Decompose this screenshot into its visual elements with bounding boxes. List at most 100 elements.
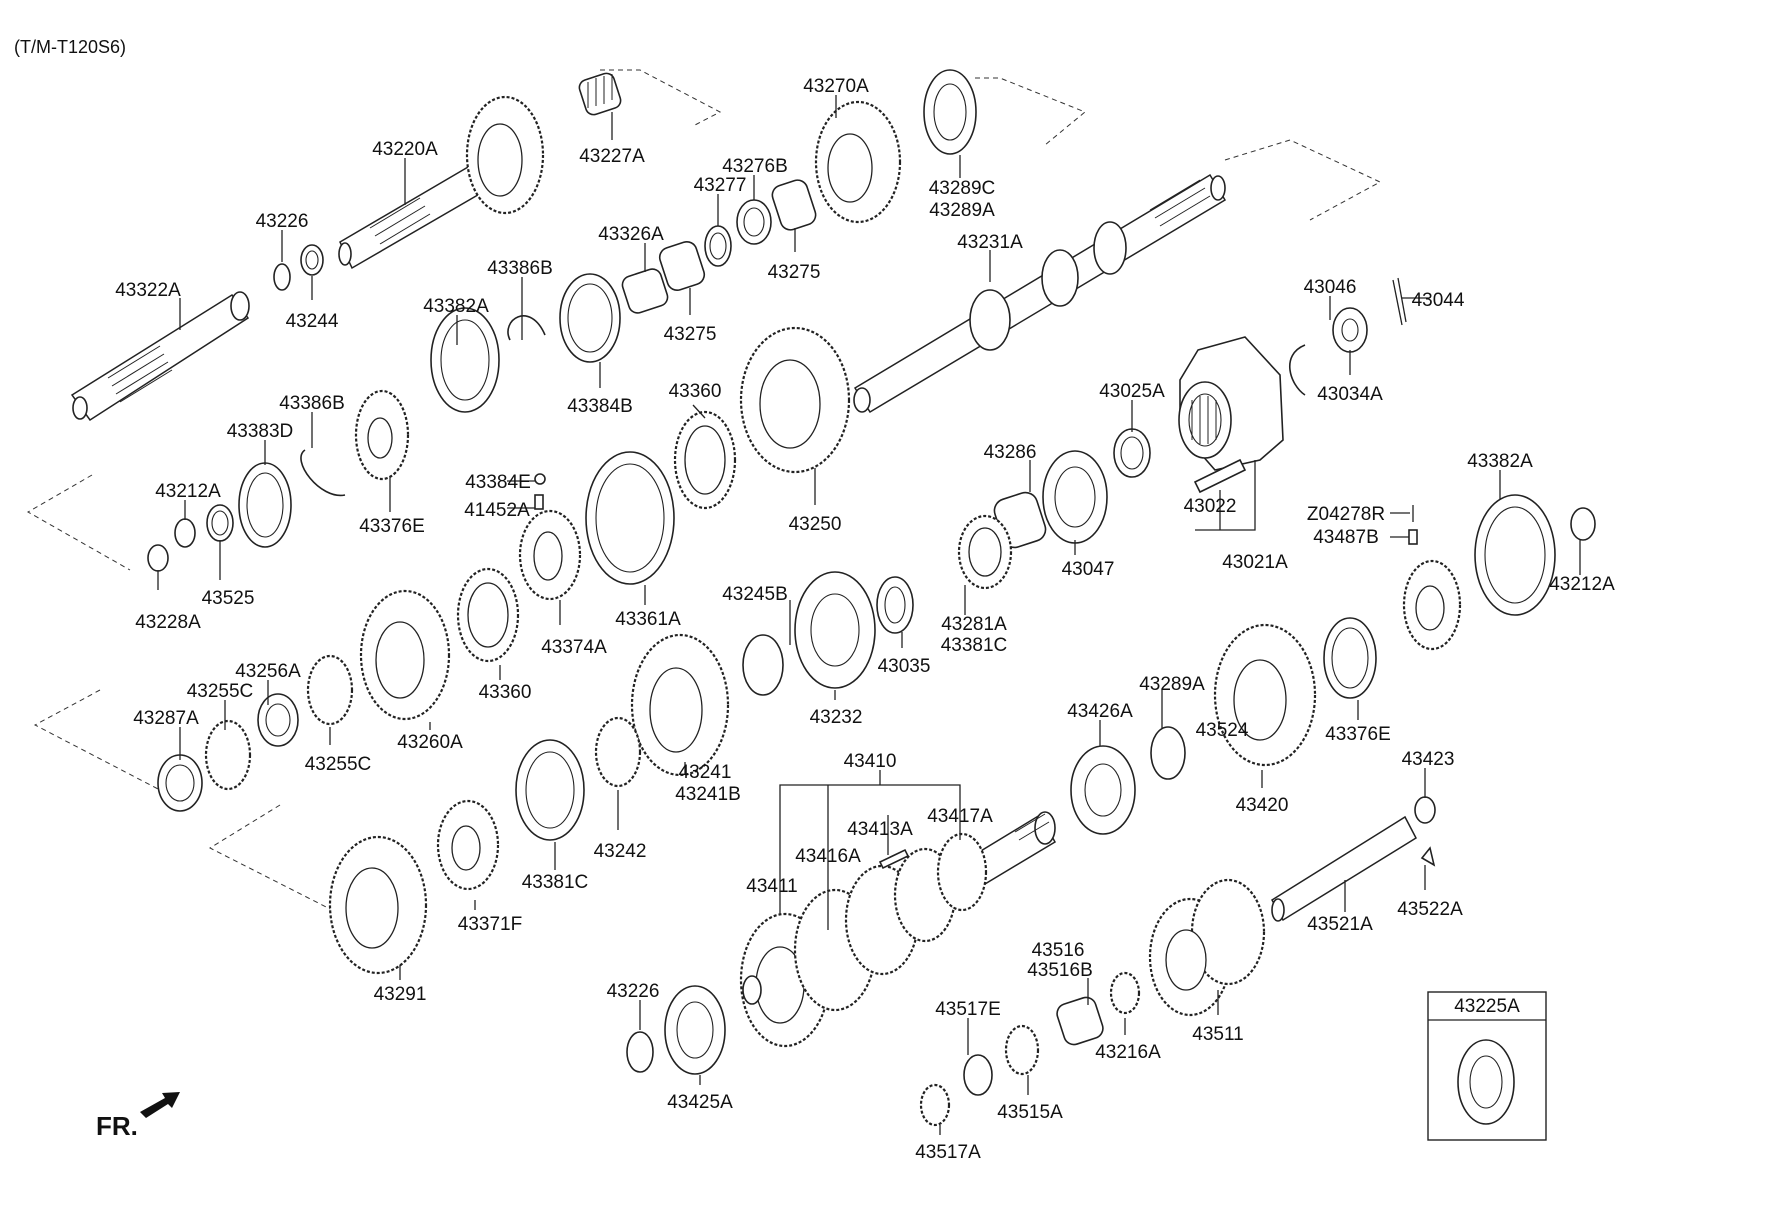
part-label: 43326A	[598, 224, 664, 245]
snap-ring-43046	[1288, 344, 1306, 396]
part-label: 43255C	[305, 754, 372, 775]
washer-43517a	[919, 1083, 951, 1127]
spring-41452a	[534, 494, 544, 510]
front-arrow-icon	[140, 1092, 180, 1118]
part-label: 43231A	[957, 232, 1023, 253]
part-label: 43487B	[1313, 527, 1379, 548]
bolt-43022	[1193, 458, 1247, 494]
ring-43517e	[963, 1054, 993, 1096]
part-label: 43047	[1062, 559, 1115, 580]
diagram-title: (T/M-T120S6)	[14, 37, 126, 57]
part-label: 43521A	[1307, 914, 1373, 935]
part-labels: 43322A 43226 43244 43220A 43227A 43270A 43289C…	[115, 76, 1615, 1163]
part-label: 43021A	[1222, 552, 1288, 573]
guide-lines	[26, 69, 1382, 914]
callout-box-label: 43225A	[1454, 996, 1520, 1017]
ring-43289c	[923, 69, 977, 155]
output-shaft-43231a	[853, 173, 1227, 414]
part-label: 43322A	[115, 280, 181, 301]
sleeve-43361a	[585, 451, 675, 585]
part-label: 43255C	[187, 681, 254, 702]
part-label: 43226	[607, 981, 660, 1002]
snap-ring-43386b-top	[507, 315, 546, 341]
part-label: 43250	[789, 514, 842, 535]
part-label: 43286	[984, 442, 1037, 463]
bearing-43047	[1042, 450, 1108, 544]
part-label: 43241B	[675, 784, 741, 805]
sleeve-43326a	[621, 268, 669, 314]
nut-43212a-left	[174, 518, 196, 548]
bearing-43425a	[664, 985, 726, 1075]
key-43413a	[878, 848, 910, 870]
part-label: 43281A	[941, 614, 1007, 635]
part-label: 43360	[669, 381, 722, 402]
part-drawings	[70, 69, 1596, 1141]
part-label: 43227A	[579, 146, 645, 167]
part-label: 43384B	[567, 396, 633, 417]
part-label: 43516	[1032, 940, 1085, 961]
ring-43289a	[1150, 726, 1186, 780]
ring-43244	[300, 244, 324, 276]
part-label: 43275	[768, 262, 821, 283]
part-label: 43416A	[795, 846, 861, 867]
leader-lines	[157, 95, 1581, 1135]
part-label: Z04278R	[1307, 504, 1385, 525]
part-label: 43287A	[133, 708, 199, 729]
spacer-43276b	[736, 199, 772, 245]
part-label: 43411	[746, 876, 797, 897]
snap-ring-43386b-mid	[300, 449, 346, 497]
part-label: 43417A	[927, 806, 993, 827]
part-label: 43232	[810, 707, 863, 728]
part-label: 43275	[664, 324, 717, 345]
needle-bearing-43216a	[1109, 971, 1141, 1015]
part-label: 43522A	[1397, 899, 1463, 920]
part-label: 43245B	[722, 584, 788, 605]
part-label: 43517A	[915, 1142, 981, 1163]
part-label: 43244	[286, 311, 339, 332]
part-label: 43277	[694, 175, 747, 196]
needle-bearing-43255c-left	[204, 719, 252, 791]
gear-43511-rear	[1190, 878, 1266, 986]
part-label: 43212A	[155, 481, 221, 502]
part-label: 43511	[1192, 1024, 1243, 1045]
ring-43256a	[257, 693, 299, 747]
part-label: 43524	[1196, 720, 1249, 741]
needle-bearing-43242	[594, 716, 642, 788]
part-label: 43025A	[1099, 381, 1165, 402]
part-label: 43386B	[279, 393, 345, 414]
part-label: 43289C	[929, 178, 996, 199]
part-label: 43381C	[522, 872, 589, 893]
part-label: 43382A	[1467, 451, 1533, 472]
part-label: 43371F	[458, 914, 522, 935]
part-label: 43289A	[929, 200, 995, 221]
part-label: 43420	[1236, 795, 1289, 816]
flange-43021a	[1178, 336, 1284, 471]
shaft-43521a	[1271, 815, 1417, 922]
part-label: 43413A	[847, 819, 913, 840]
bearing-43232	[794, 571, 876, 689]
part-label: 43220A	[372, 139, 438, 160]
bearing-43426a	[1070, 745, 1136, 835]
ring-43384b	[559, 273, 621, 363]
part-label: 43228A	[135, 612, 201, 633]
part-label: 43517E	[935, 999, 1001, 1020]
part-label: 43226	[256, 211, 309, 232]
part-label: 43270A	[803, 76, 869, 97]
part-label: 43515A	[997, 1102, 1063, 1123]
ring-43525	[206, 504, 234, 542]
ring-43035	[876, 576, 914, 634]
part-label: 43516B	[1027, 960, 1093, 981]
ball-43384e	[534, 473, 546, 485]
part-label: 43374A	[541, 637, 607, 658]
needle-bearing-43255c-right	[306, 654, 354, 726]
part-label: 43383D	[227, 421, 294, 442]
part-label: 43426A	[1067, 701, 1133, 722]
sleeve-43287a	[157, 754, 203, 812]
part-label: 43241	[679, 762, 732, 783]
ring-43245b	[742, 634, 784, 696]
part-label: 43034A	[1317, 384, 1383, 405]
nut-43212a-right	[1570, 507, 1596, 541]
callout-box-43225a	[1427, 991, 1547, 1141]
part-label: 43381C	[941, 635, 1008, 656]
part-label: 43242	[594, 841, 647, 862]
